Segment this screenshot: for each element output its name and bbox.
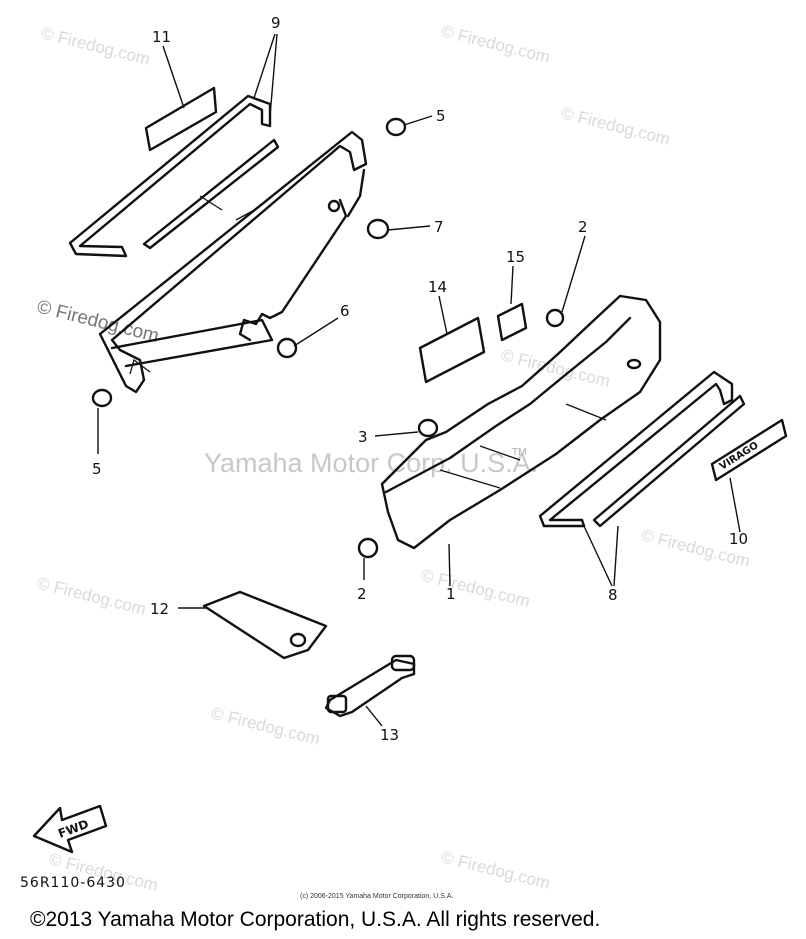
callout-numbers: 11 9 5 7 6 5 2 15 14 3 2 1 8 10 12 13 [92, 14, 748, 744]
part-15-label [496, 302, 528, 342]
watermark-layer: © Firedog.com © Firedog.com © Firedog.co… [35, 21, 752, 894]
part-9-left-trim [68, 94, 280, 258]
part-11-label [144, 86, 218, 152]
callout-10: 10 [729, 530, 748, 548]
callout-11: 11 [152, 28, 171, 46]
callout-5-top: 5 [436, 107, 446, 125]
callout-8: 8 [608, 586, 618, 604]
callout-5-bottom: 5 [92, 460, 102, 478]
left-bracket [98, 130, 368, 394]
center-watermark: Yamaha Motor Corp. U.S.A. [204, 448, 538, 478]
trademark-mark: TM [512, 447, 526, 458]
callout-3: 3 [358, 428, 368, 446]
callout-6: 6 [340, 302, 350, 320]
watermark-firedog: © Firedog.com [439, 21, 552, 66]
leader-lines [97, 33, 741, 727]
callout-9: 9 [271, 14, 281, 32]
part-12-pad [202, 590, 328, 660]
callout-15: 15 [506, 248, 525, 266]
watermark-firedog: © Firedog.com [35, 296, 161, 347]
grommet-5-bottom [91, 388, 113, 408]
watermark-firedog: © Firedog.com [209, 703, 322, 748]
callout-2-top: 2 [578, 218, 588, 236]
part-10-emblem: VIRAGO [710, 418, 788, 482]
watermark-firedog: © Firedog.com [439, 847, 552, 892]
callout-7: 7 [434, 218, 444, 236]
diagram-code: 56R110-6430 [20, 875, 126, 891]
part-8-right-trim [538, 370, 746, 528]
grommet-7 [366, 218, 390, 240]
watermark-firedog: © Firedog.com [39, 23, 152, 68]
watermark-firedog: © Firedog.com [419, 565, 532, 610]
grommet-3 [417, 418, 439, 438]
part-14-label [418, 316, 486, 384]
callout-13: 13 [380, 726, 399, 744]
callout-1: 1 [446, 585, 456, 603]
small-copyright: (c) 2006-2015 Yamaha Motor Corporation, … [300, 893, 453, 900]
grommet-2-bottom [357, 537, 379, 559]
watermark-firedog: © Firedog.com [35, 573, 148, 618]
grommet-2-top [545, 308, 565, 328]
grommet-5-top [385, 117, 407, 137]
fwd-arrow: FWD [32, 804, 108, 854]
callout-14: 14 [428, 278, 447, 296]
copyright-notice: ©2013 Yamaha Motor Corporation, U.S.A. A… [30, 908, 600, 931]
callout-12: 12 [150, 600, 169, 618]
part-13-strap [324, 654, 416, 718]
watermark-firedog: © Firedog.com [559, 103, 672, 148]
part-1-side-cover [380, 294, 662, 550]
callout-2-bottom: 2 [357, 585, 367, 603]
grommet-6 [276, 337, 298, 359]
